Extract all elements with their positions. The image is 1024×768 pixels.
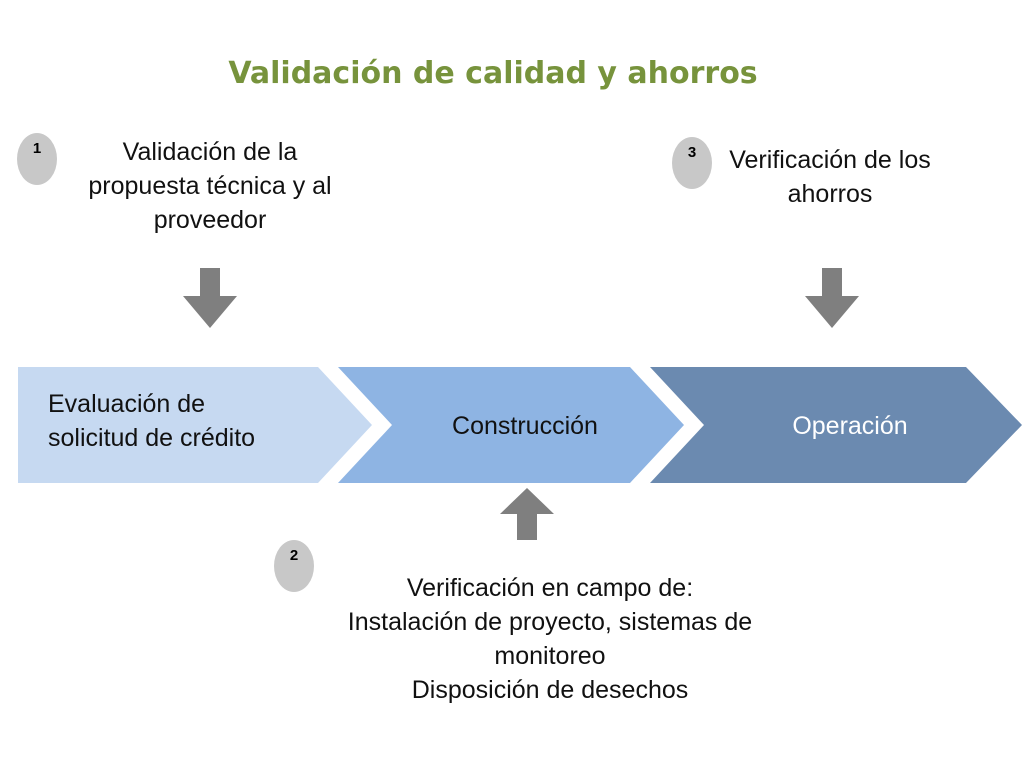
stage-1-shape: [18, 367, 372, 483]
diagram-title: Validación de calidad y ahorros: [228, 56, 758, 91]
stage-1-label: Evaluación de solicitud de crédito: [48, 387, 255, 455]
step-number-3: 3: [687, 144, 697, 161]
step-1-line-1: Validación de la: [122, 138, 298, 166]
stage-1-line-1: Evaluación de: [48, 390, 206, 418]
step-1-line-3: proveedor: [153, 206, 267, 234]
step-2-line-2: Instalación de proyecto, sistemas de: [347, 608, 753, 636]
step-number-badge-3: 3: [672, 137, 712, 189]
step-3-description: Verificación de los ahorros: [700, 143, 960, 211]
step-number-1: 1: [32, 140, 42, 157]
stage-2-shape: [338, 367, 684, 483]
up-arrow-icon: [500, 488, 554, 540]
stage-1-line-2: solicitud de crédito: [48, 424, 256, 452]
step-3-line-2: ahorros: [787, 180, 873, 208]
step-2-description: Verificación en campo de: Instalación de…: [300, 571, 800, 707]
down-arrow-icon: [183, 268, 237, 328]
stage-3-shape: [650, 367, 1022, 483]
step-2-line-3: monitoreo: [494, 642, 606, 670]
down-arrow-icon: [805, 268, 859, 328]
stage-2-label: Construcción: [452, 412, 598, 440]
step-2-line-1: Verificación en campo de:: [406, 574, 694, 602]
stage-3-label: Operación: [792, 412, 908, 440]
step-1-description: Validación de la propuesta técnica y al …: [60, 135, 360, 237]
step-3-line-1: Verificación de los: [729, 146, 931, 174]
step-number-2: 2: [289, 547, 299, 564]
step-2-line-4: Disposición de desechos: [411, 676, 689, 704]
step-number-badge-1: 1: [17, 133, 57, 185]
step-1-line-2: propuesta técnica y al: [88, 172, 332, 200]
step-number-badge-2: 2: [274, 540, 314, 592]
